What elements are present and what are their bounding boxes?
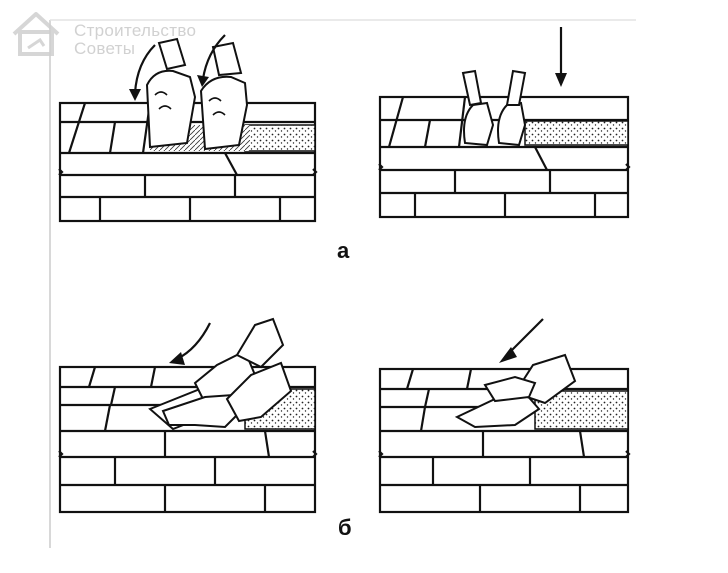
panel-a-left: [58, 34, 318, 223]
watermark-logo: Строительство Советы: [10, 8, 220, 60]
watermark-line2: Советы: [74, 39, 136, 58]
watermark-text: Строительство Советы: [74, 22, 196, 58]
panel-a-right: [378, 27, 631, 219]
figure-label-a: а: [337, 238, 350, 263]
watermark-line1: Строительство: [74, 21, 197, 40]
house-logo-icon: [12, 12, 60, 56]
panel-b-left: [58, 317, 318, 514]
figure-label-b: б: [338, 515, 352, 540]
panel-b-right: [378, 318, 631, 514]
